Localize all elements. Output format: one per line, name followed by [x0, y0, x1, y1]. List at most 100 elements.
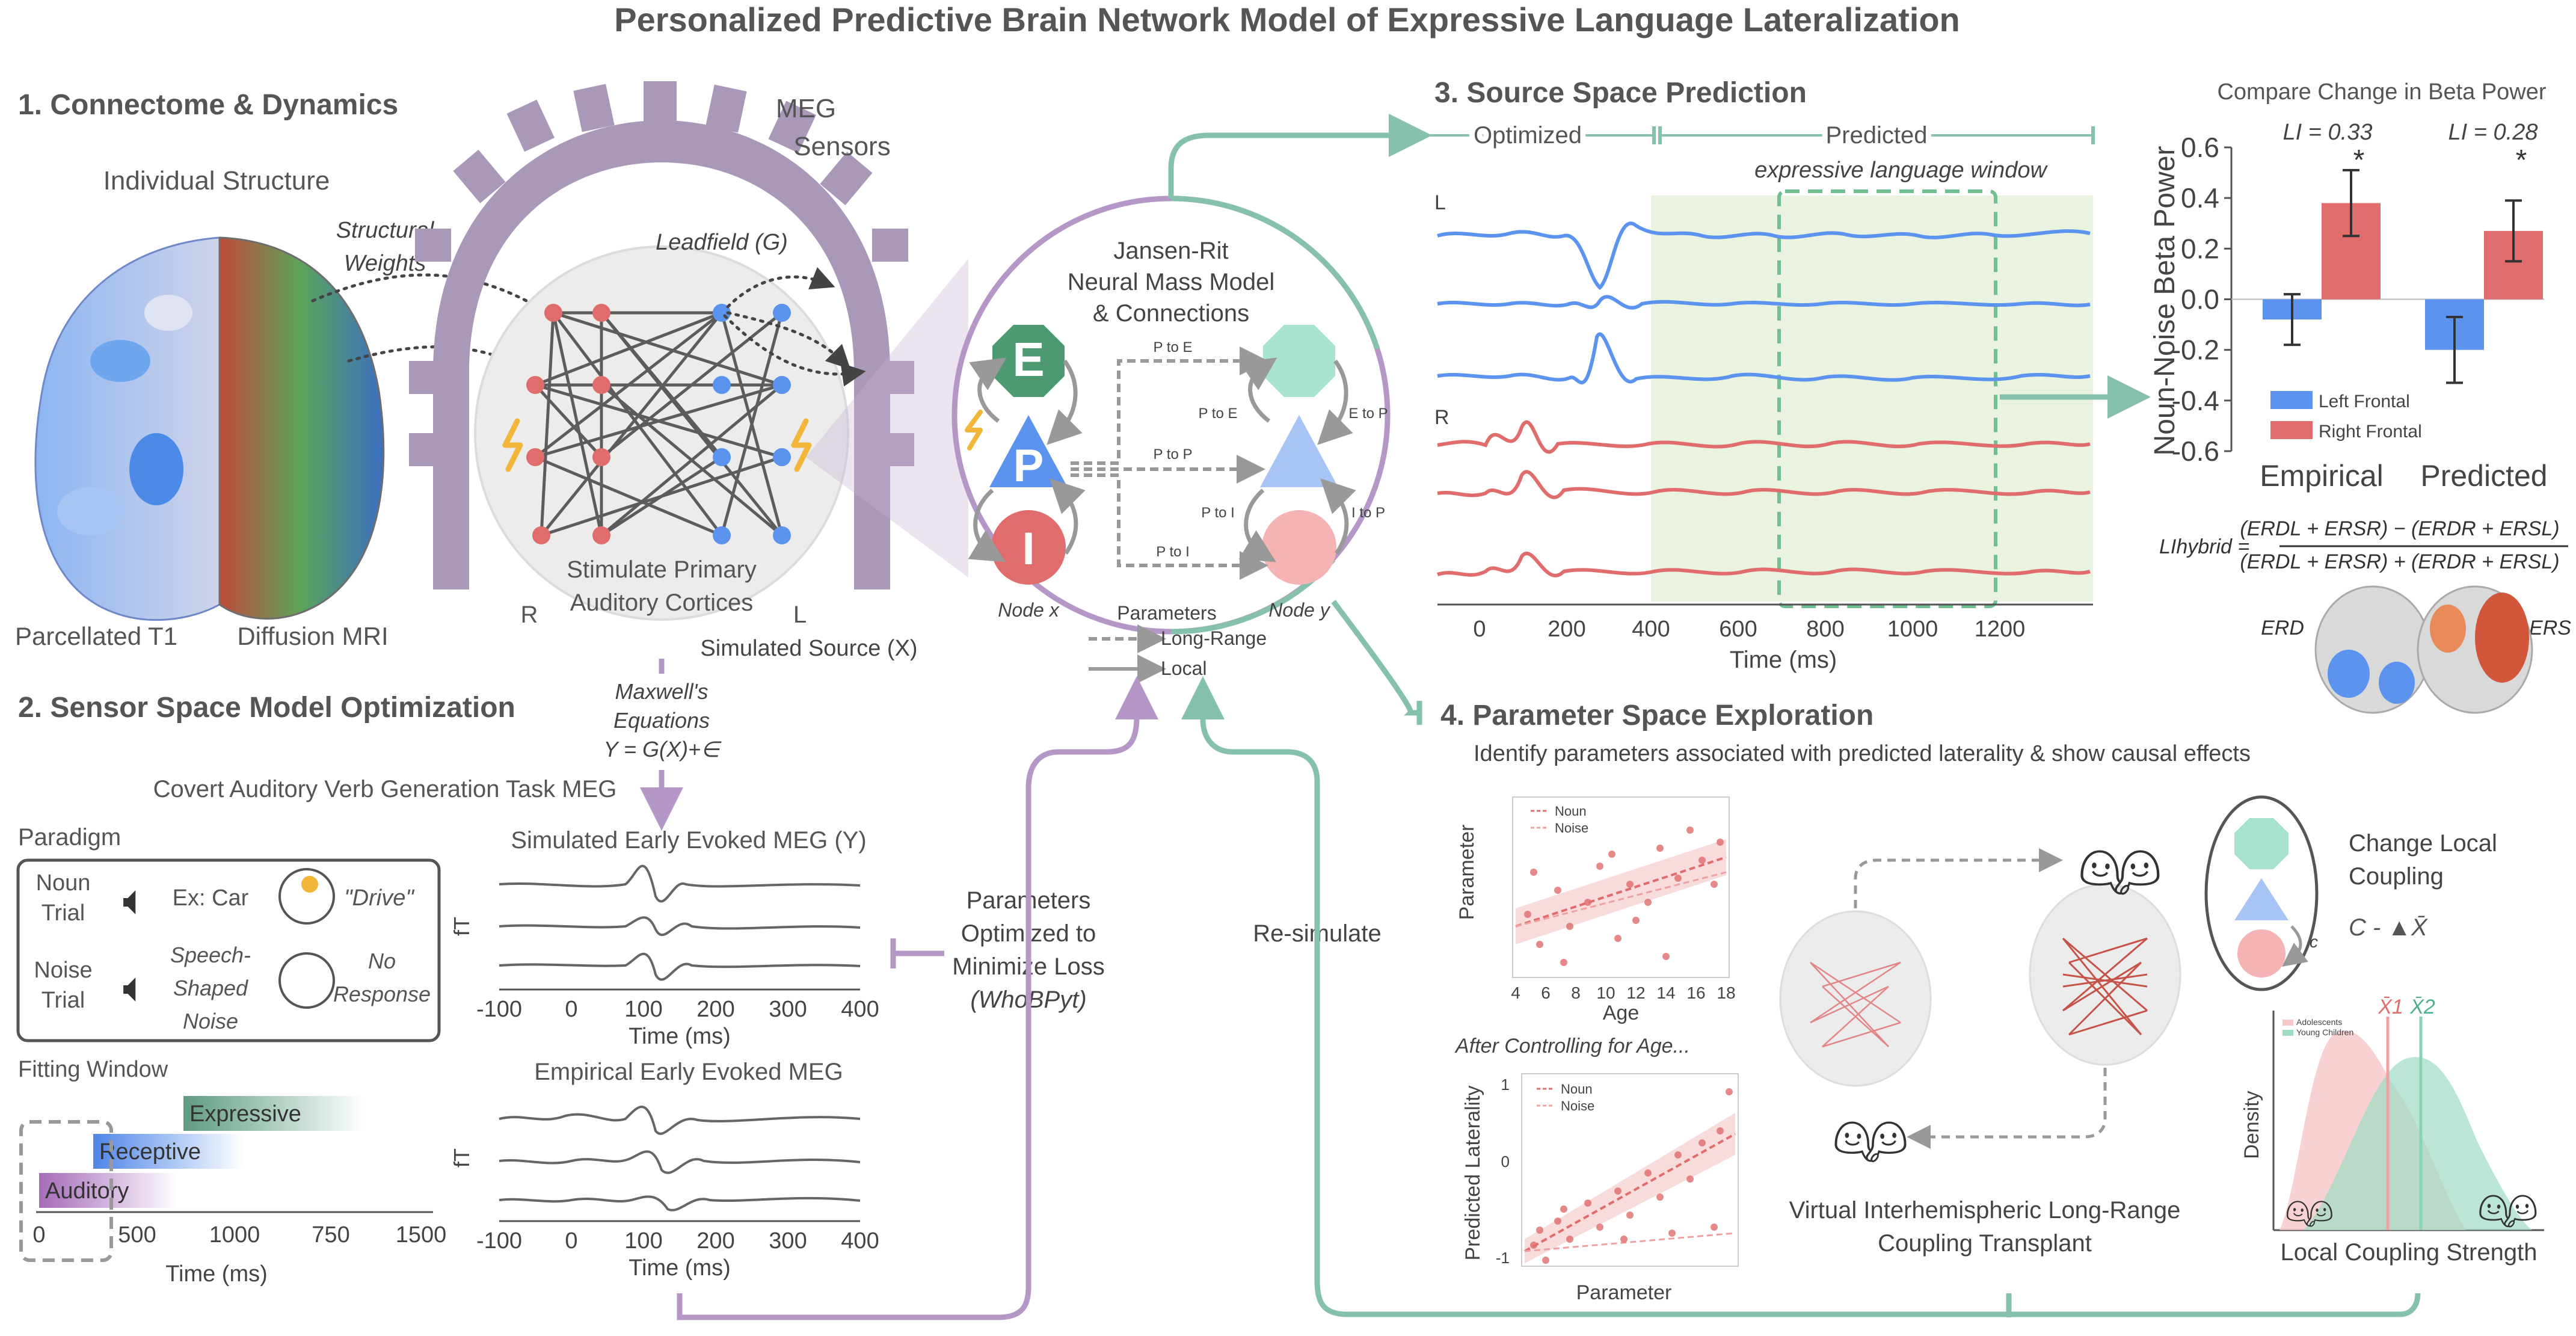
sim-meg-title: Simulated Early Evoked MEG (Y)	[511, 827, 866, 854]
error-bar	[2446, 315, 2463, 384]
density-xlabel: Local Coupling Strength	[2281, 1239, 2538, 1266]
src-tick-400: 400	[1632, 617, 1670, 642]
li-numerator: (ERDL + ERSR) − (ERDR + ERSL)	[2240, 517, 2559, 540]
source-xlabel: Time (ms)	[1730, 647, 1837, 673]
noise-stim-1: Speech-	[170, 943, 251, 967]
emp-trace-2	[499, 1150, 861, 1174]
ytick-label: -0.4	[2172, 385, 2219, 416]
stimulate-line1: Stimulate Primary	[567, 556, 757, 583]
node-x-i-label: I	[1022, 523, 1034, 574]
jansen-rit-panel: Jansen-Rit Neural Mass Model & Connectio…	[951, 195, 1391, 683]
src-tick-600: 600	[1719, 617, 1757, 642]
scatter2-legend-noun: Noun	[1561, 1082, 1593, 1097]
sim-ft-label: fT	[449, 917, 474, 936]
sim-tick-100: 100	[624, 997, 662, 1022]
noun-example: Ex: Car	[173, 885, 249, 911]
node-y-p-triangle	[1260, 415, 1338, 487]
sim-tick-300: 300	[769, 997, 807, 1022]
xbar1-label: X̄1	[2378, 996, 2403, 1018]
structural-weights-line2: Weights	[344, 251, 426, 276]
noise-trial-2: Trial	[41, 988, 85, 1013]
source-trace-red-1	[1437, 420, 2091, 454]
panel-sensor-optimization: 2. Sensor Space Model Optimization Maxwe…	[16, 659, 2421, 1320]
scatter2-legend-noise: Noise	[1561, 1098, 1594, 1113]
c-label: c	[2310, 932, 2318, 951]
node-x-e-label: E	[1012, 333, 1044, 386]
jansen-title-1: Jansen-Rit	[1113, 238, 1228, 264]
emp-xlabel: Time (ms)	[629, 1255, 731, 1281]
receptive-window-bar	[93, 1134, 244, 1169]
p-to-p-label: P to P	[1154, 446, 1193, 463]
p-to-i-mid-label: P to I	[1201, 505, 1235, 521]
transplant-line2: Coupling Transplant	[1878, 1230, 2092, 1257]
s2-ytick-1: 1	[1501, 1076, 1510, 1094]
to-source-arrow	[1168, 114, 1432, 199]
source-ticks: 0 200 400 600 800 1000 1200	[1473, 617, 2025, 642]
age-tick-6: 6	[1541, 984, 1551, 1002]
hemisphere-l-label: L	[793, 602, 807, 628]
noise-response-1: No	[368, 949, 396, 973]
source-trace-blue-3	[1437, 332, 2091, 384]
expressive-window-box	[1777, 189, 1997, 608]
density-legend-children: Young Children	[2296, 1027, 2353, 1037]
emp-tick-200: 200	[696, 1228, 734, 1254]
li-denominator: (ERDL + ERSR) + (ERDR + ERSL)	[2240, 550, 2559, 573]
sim-tick-200: 200	[696, 997, 734, 1022]
sim-trace-3	[499, 952, 861, 981]
annotation-li-pred: LI = 0.28	[2448, 120, 2538, 145]
category-empirical: Empirical	[2260, 459, 2384, 493]
ytick-label: 0.4	[2181, 182, 2219, 214]
change-local-line2: Coupling	[2349, 863, 2444, 890]
paradigm-box	[16, 858, 441, 1042]
jansen-title-3: & Connections	[1093, 300, 1249, 327]
scatter1-legend-noun: Noun	[1555, 804, 1587, 819]
density-legend-adolescents: Adolescents	[2296, 1017, 2342, 1027]
fw-tick-500: 500	[118, 1222, 156, 1248]
noise-stim-3: Noise	[183, 1009, 238, 1033]
individual-structure-label: Individual Structure	[103, 166, 330, 195]
leadfield-label: Leadfield (G)	[656, 230, 788, 255]
resimulate-arrow	[1181, 676, 2012, 1317]
panel1-heading: 1. Connectome & Dynamics	[18, 89, 398, 121]
meg-sensors-line2: Sensors	[793, 132, 890, 161]
diffusion-mri-label: Diffusion MRI	[237, 622, 388, 650]
hemisphere-r-label: R	[521, 602, 538, 628]
zoom-cone	[806, 259, 968, 577]
li-lhs: LIhybrid =	[2159, 535, 2249, 558]
category-predicted: Predicted	[2420, 459, 2547, 493]
ers-label: ERS	[2529, 617, 2571, 639]
local-e-octagon	[2234, 818, 2289, 869]
node-x-i-circle	[991, 510, 1066, 585]
age-tick-12: 12	[1626, 984, 1645, 1002]
meg-sensors-line1: MEG	[776, 94, 836, 123]
expressive-label: Expressive	[189, 1101, 301, 1127]
task-label: Covert Auditory Verb Generation Task MEG	[153, 776, 617, 802]
ytick-label: 0.2	[2181, 233, 2219, 264]
annotation-star-pred: *	[2516, 144, 2527, 176]
small-children-icon: 👫︎	[2285, 1189, 2334, 1233]
p-to-e-top-label: P to E	[1154, 339, 1193, 356]
transplant-arrow-up	[1854, 848, 2063, 908]
scatter1-xlabel: Age	[1603, 1002, 1640, 1024]
emp-tick-300: 300	[769, 1228, 807, 1254]
simulated-source-label: Simulated Source (X)	[700, 636, 917, 661]
maxwell-line3: Y = G(X)+∈	[604, 737, 722, 762]
long-range-legend: Long-Range	[1161, 627, 1267, 649]
window-label: expressive language window	[1754, 158, 2048, 183]
optimized-label: Optimized	[1474, 122, 1582, 149]
noun-response: "Drive"	[344, 885, 414, 911]
local-i-circle	[2237, 929, 2286, 977]
parcellated-t1-label: Parcellated T1	[15, 622, 177, 650]
node-x-p-label: P	[1013, 440, 1044, 491]
panel-parameter-exploration: 4. Parameter Space Exploration Identify …	[1440, 700, 2544, 1304]
i-to-p-label: I to P	[1351, 505, 1385, 521]
emp-meg-title: Empirical Early Evoked MEG	[534, 1059, 843, 1085]
noise-response-2: Response	[333, 982, 431, 1006]
sim-tick-400: 400	[841, 997, 879, 1022]
jansen-title-2: Neural Mass Model	[1068, 269, 1275, 295]
src-tick-0: 0	[1473, 617, 1486, 642]
auditory-label: Auditory	[45, 1178, 129, 1204]
expressive-window-bar	[183, 1096, 364, 1131]
p-to-i-bottom-label: P to I	[1156, 544, 1190, 560]
noise-stim-2: Shaped	[173, 976, 248, 1000]
